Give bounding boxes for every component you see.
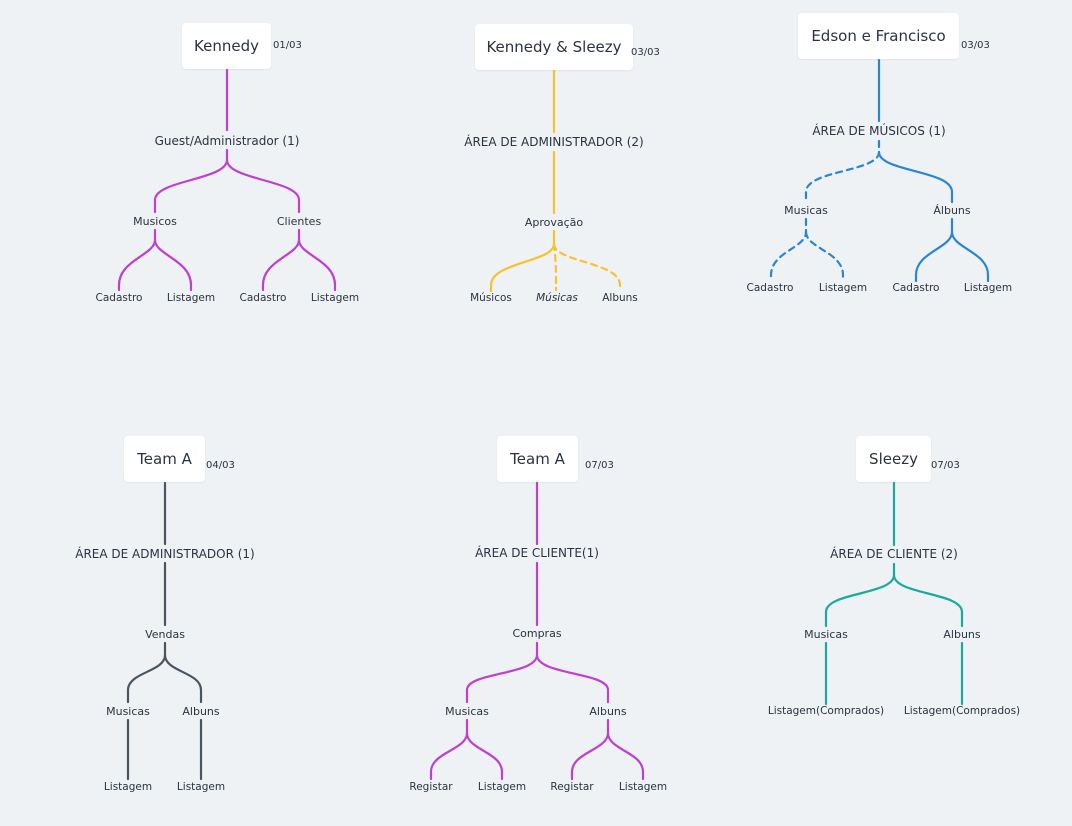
map1-leaf[interactable]: Listagem <box>310 292 360 304</box>
map3-root-label: Edson e Francisco <box>811 27 946 45</box>
map3-leaf[interactable]: Cadastro <box>746 282 794 294</box>
map3-leaf[interactable]: Listagem <box>818 282 868 294</box>
map2-root[interactable]: Kennedy & Sleezy <box>475 24 633 70</box>
map6-connectors <box>824 481 964 706</box>
map1-root-label: Kennedy <box>194 37 259 55</box>
map5-leaf[interactable]: Listagem <box>618 781 668 793</box>
map5-date: 07/03 <box>585 460 614 471</box>
map3-subtopic-albuns[interactable]: Álbuns <box>933 204 971 217</box>
map5-subtopic-compras[interactable]: Compras <box>512 627 562 640</box>
map4-leaf[interactable]: Listagem <box>176 781 226 793</box>
map5-node-musicas[interactable]: Musicas <box>445 705 489 718</box>
map6-subtopic-musicas[interactable]: Musicas <box>804 628 848 641</box>
map5-root[interactable]: Team A <box>497 436 578 482</box>
map4-date: 04/03 <box>206 460 235 471</box>
map5-topic[interactable]: ÁREA DE CLIENTE(1) <box>475 546 599 560</box>
map6-root[interactable]: Sleezy <box>856 436 931 482</box>
map4-root-label: Team A <box>137 450 192 468</box>
map1-leaf[interactable]: Listagem <box>166 292 216 304</box>
map4-topic[interactable]: ÁREA DE ADMINISTRADOR (1) <box>75 547 255 561</box>
map3-date: 03/03 <box>961 40 990 51</box>
map5-node-albuns[interactable]: Albuns <box>589 705 627 718</box>
map4-leaf[interactable]: Listagem <box>103 781 153 793</box>
map2-leaf[interactable]: Músicos <box>470 292 512 304</box>
map6-leaf[interactable]: Listagem(Comprados) <box>767 705 885 717</box>
map3-connectors <box>769 58 990 283</box>
map2-subtopic-aprovacao[interactable]: Aprovação <box>524 216 584 229</box>
map4-root[interactable]: Team A <box>124 436 205 482</box>
map2-topic[interactable]: ÁREA DE ADMINISTRADOR (2) <box>464 135 644 149</box>
map5-root-label: Team A <box>510 450 565 468</box>
map6-root-label: Sleezy <box>869 450 918 468</box>
map5-leaf[interactable]: Listagem <box>477 781 527 793</box>
map4-node-musicas[interactable]: Musicas <box>106 705 150 718</box>
map5-connectors <box>429 481 645 781</box>
map4-subtopic-vendas[interactable]: Vendas <box>145 628 185 641</box>
map1-leaf[interactable]: Cadastro <box>95 292 143 304</box>
map2-leaf[interactable]: Músicas <box>536 292 578 304</box>
map6-topic[interactable]: ÁREA DE CLIENTE (2) <box>830 547 958 561</box>
map1-topic[interactable]: Guest/Administrador (1) <box>154 134 300 148</box>
map2-leaf[interactable]: Albuns <box>602 292 638 304</box>
map6-leaf[interactable]: Listagem(Comprados) <box>903 705 1021 717</box>
map2-root-label: Kennedy & Sleezy <box>486 38 622 56</box>
map1-root[interactable]: Kennedy <box>182 23 271 69</box>
map6-date: 07/03 <box>931 460 960 471</box>
map3-root[interactable]: Edson e Francisco <box>798 13 959 59</box>
map4-node-albuns[interactable]: Albuns <box>182 705 220 718</box>
map3-topic[interactable]: ÁREA DE MÚSICOS (1) <box>812 124 946 138</box>
map5-leaf[interactable]: Registar <box>409 781 453 793</box>
map3-leaf[interactable]: Cadastro <box>892 282 940 294</box>
map1-date: 01/03 <box>273 40 302 51</box>
map5-leaf[interactable]: Registar <box>550 781 594 793</box>
map1-connectors <box>117 68 337 292</box>
map6-subtopic-albuns[interactable]: Albuns <box>943 628 981 641</box>
map1-leaf[interactable]: Cadastro <box>239 292 287 304</box>
map2-connectors <box>489 68 622 293</box>
map4-connectors <box>126 481 203 781</box>
map3-leaf[interactable]: Listagem <box>963 282 1013 294</box>
map2-date: 03/03 <box>631 47 660 58</box>
map3-subtopic-musicas[interactable]: Musicas <box>784 204 828 217</box>
map1-subtopic-musicos[interactable]: Musicos <box>133 215 177 228</box>
map1-subtopic-clientes[interactable]: Clientes <box>276 215 322 228</box>
